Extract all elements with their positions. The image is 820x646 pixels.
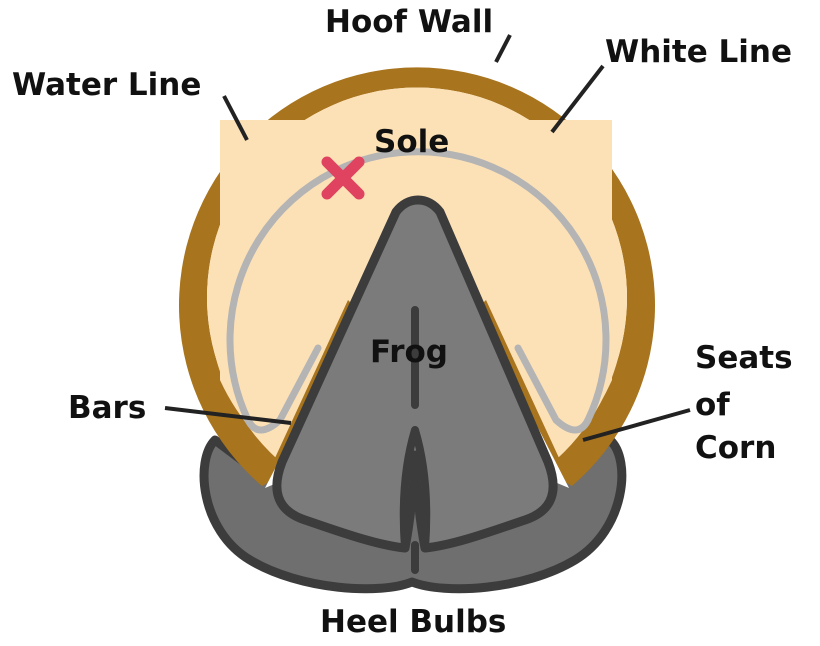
leader-white-line <box>550 64 605 134</box>
leader-bars <box>164 406 292 425</box>
label-seats: Seats <box>695 340 793 376</box>
water-line-shape <box>226 148 610 424</box>
frog-central-sulcus <box>399 306 431 574</box>
label-white-line: White Line <box>605 34 792 70</box>
leader-seats-of-corn <box>582 408 691 442</box>
label-water-line: Water Line <box>12 67 201 103</box>
label-corn: Corn <box>695 430 776 466</box>
x-mark-icon <box>321 156 365 200</box>
label-frog: Frog <box>370 334 448 370</box>
leader-water-line <box>222 95 249 141</box>
label-heel-bulbs: Heel Bulbs <box>320 604 506 640</box>
hoof-wall-shape <box>179 67 655 486</box>
label-bars: Bars <box>68 390 146 426</box>
label-sole: Sole <box>374 124 449 160</box>
leader-hoof-wall <box>494 34 512 63</box>
label-of: of <box>695 387 730 423</box>
label-hoof-wall: Hoof Wall <box>325 4 493 40</box>
right-bar-inner-line <box>514 344 592 434</box>
